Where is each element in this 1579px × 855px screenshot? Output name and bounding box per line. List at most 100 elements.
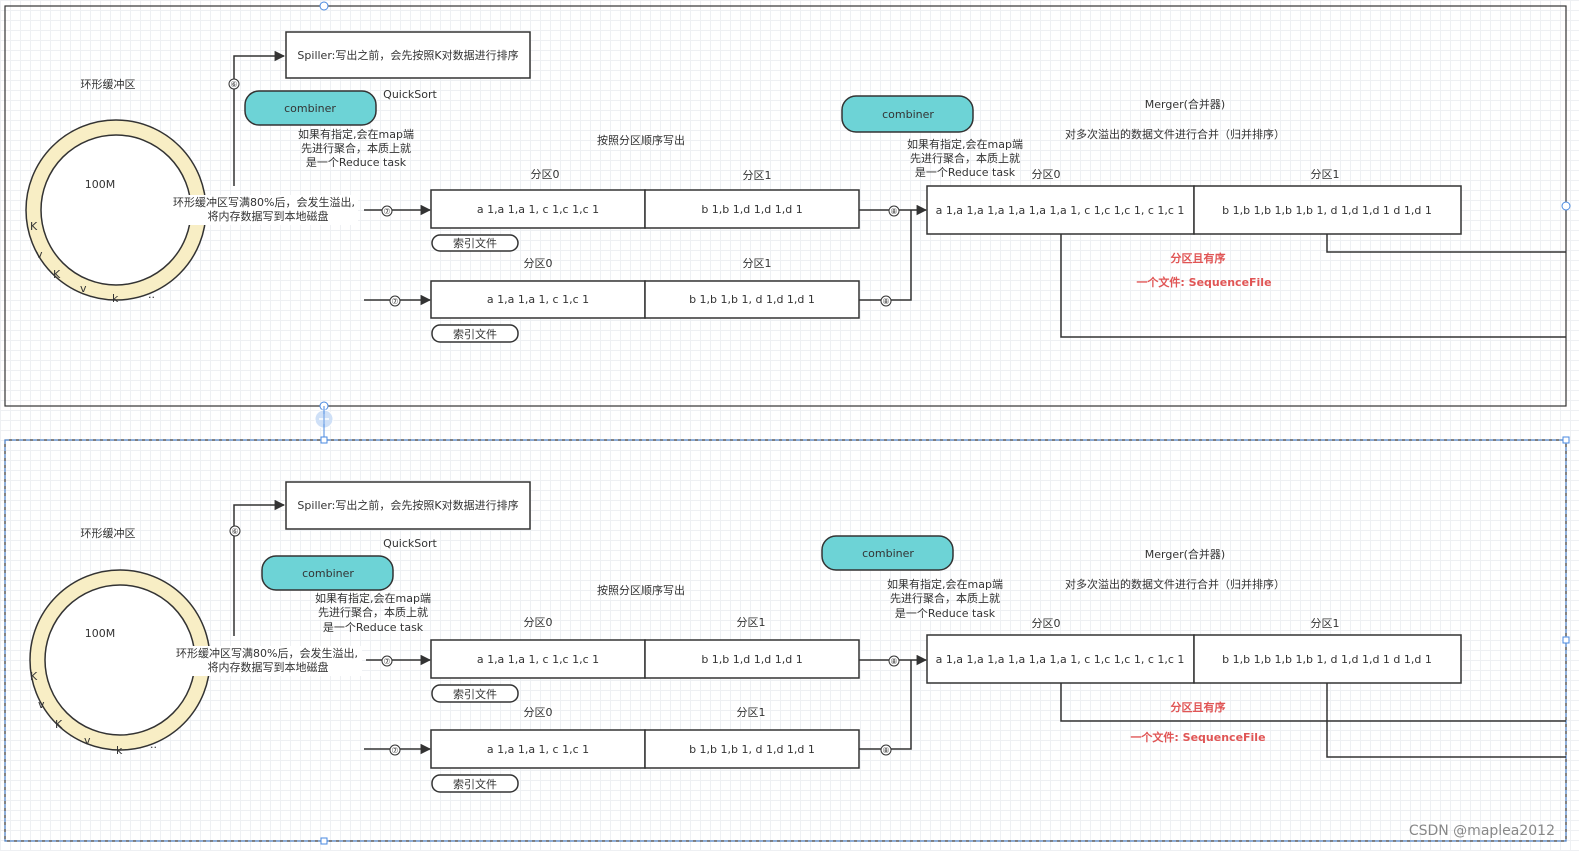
combiner-1-note-line2: 先进行聚合，本质上就 bbox=[301, 141, 411, 155]
spill-note-bg bbox=[170, 195, 358, 225]
merged-file-outline-outer bbox=[1060, 234, 1566, 338]
spill2-partition0-data: a 1,a 1,a 1, c 1,c 1 bbox=[487, 293, 589, 306]
spill2-index-file-label: 索引文件 bbox=[453, 327, 497, 341]
ring-letter-k3: k bbox=[112, 292, 119, 305]
spill-note-line1: 环形缓冲区写满80%后，会发生溢出, bbox=[173, 195, 355, 209]
spill-note-2-line2: 将内存数据写到本地磁盘 bbox=[208, 660, 329, 674]
ring-letter-k1: K bbox=[30, 220, 38, 233]
step7-circle-a bbox=[381, 205, 393, 217]
spill1b-partition1-data: b 1,b 1,d 1,d 1,d 1 bbox=[701, 653, 802, 666]
spill2b-partition1-data: b 1,b 1,b 1, d 1,d 1,d 1 bbox=[689, 743, 815, 756]
merged2-partition0-header: 分区0 bbox=[1032, 617, 1061, 630]
combiner-1b[interactable] bbox=[261, 555, 394, 591]
merged-partition0-header: 分区0 bbox=[1032, 168, 1061, 181]
ring-letter-dots-2: .. bbox=[150, 738, 157, 751]
spill1-partition0-cell[interactable] bbox=[430, 189, 646, 229]
selection-handle-top[interactable] bbox=[320, 436, 328, 444]
ring-letter-k3-2: k bbox=[116, 744, 123, 757]
partition-sorted-label-2: 分区且有序 bbox=[1171, 700, 1226, 714]
merged2-partition1-data: b 1,b 1,b 1,b 1,b 1, d 1,d 1,d 1 d 1,d 1 bbox=[1222, 653, 1432, 666]
combiner-2-note-line2: 先进行聚合，本质上就 bbox=[910, 151, 1020, 165]
combiner-2b-label: combiner bbox=[862, 547, 914, 560]
step7-circle-d bbox=[389, 744, 401, 756]
step8-label-c: ⑧ bbox=[890, 657, 897, 666]
step8-label-d: ⑧ bbox=[882, 746, 889, 755]
combiner-2b[interactable] bbox=[821, 535, 954, 571]
step7-circle-b bbox=[389, 295, 401, 307]
merged-partition0-cell[interactable] bbox=[926, 185, 1195, 235]
spill1-index-file[interactable] bbox=[431, 234, 519, 252]
spill2-partition1-header: 分区1 bbox=[743, 257, 772, 270]
spill1b-partition1-header: 分区1 bbox=[737, 616, 766, 629]
merged-partition1-cell[interactable] bbox=[1193, 185, 1462, 235]
step7-circle-c bbox=[381, 655, 393, 667]
merged-partition0-data: a 1,a 1,a 1,a 1,a 1,a 1,a 1, c 1,c 1,c 1… bbox=[936, 204, 1185, 217]
arrow-to-spiller[interactable] bbox=[233, 50, 286, 186]
ring-letter-v2-2: v bbox=[84, 734, 91, 747]
step8-circle-a bbox=[888, 205, 900, 217]
spill1b-index-file[interactable] bbox=[431, 684, 519, 703]
spill-note-line2: 将内存数据写到本地磁盘 bbox=[208, 209, 329, 223]
spill2-partition1-cell[interactable] bbox=[644, 280, 860, 319]
merged2-partition0-data: a 1,a 1,a 1,a 1,a 1,a 1,a 1, c 1,c 1,c 1… bbox=[936, 653, 1185, 666]
spiller-box[interactable] bbox=[285, 31, 531, 79]
selection-handle-right[interactable] bbox=[1562, 636, 1570, 644]
combiner-2-label: combiner bbox=[882, 108, 934, 121]
spiller-label: Spiller:写出之前，会先按照K对数据进行排序 bbox=[297, 48, 518, 62]
spill1b-index-file-label: 索引文件 bbox=[453, 687, 497, 701]
spill2-partition1-data: b 1,b 1,b 1, d 1,d 1,d 1 bbox=[689, 293, 815, 306]
combiner-2-note-line3: 是一个Reduce task bbox=[915, 166, 1016, 179]
step8-label-a: ⑧ bbox=[890, 207, 897, 216]
watermark: CSDN @maplea2012 bbox=[1408, 823, 1555, 839]
ring-letter-v1-2: v bbox=[38, 698, 45, 711]
spill2-index-file[interactable] bbox=[431, 324, 519, 343]
spill1b-partition0-header: 分区0 bbox=[524, 616, 553, 629]
combiner-1-note-line1: 如果有指定,会在map端 bbox=[298, 127, 414, 141]
spill1-partition0-data: a 1,a 1,a 1, c 1,c 1,c 1 bbox=[477, 203, 599, 216]
step6-circle bbox=[228, 78, 240, 90]
spill1-partition1-data: b 1,b 1,d 1,d 1,d 1 bbox=[701, 203, 802, 216]
spill1-index-file-label: 索引文件 bbox=[453, 236, 497, 250]
spill2b-partition0-data: a 1,a 1,a 1, c 1,c 1 bbox=[487, 743, 589, 756]
ring-letter-k2-2: K bbox=[55, 718, 63, 731]
selection-handle-top-right[interactable] bbox=[1562, 436, 1570, 444]
quicksort-label-2: QuickSort bbox=[383, 537, 437, 550]
combiner-2b-note-line1: 如果有指定,会在map端 bbox=[887, 577, 1003, 591]
spill1b-partition0-cell[interactable] bbox=[430, 639, 646, 679]
spill2b-index-file-label: 索引文件 bbox=[453, 777, 497, 791]
arrow-spill2-to-merger[interactable] bbox=[859, 210, 912, 301]
one-file-label: 一个文件: SequenceFile bbox=[1136, 275, 1271, 289]
spill-note-bg-2 bbox=[172, 646, 362, 676]
combiner-1-label: combiner bbox=[284, 102, 336, 115]
spill-note-2-line1: 环形缓冲区写满80%后，会发生溢出, bbox=[176, 646, 358, 660]
combiner-1b-note-line1: 如果有指定,会在map端 bbox=[315, 591, 431, 605]
spill2b-index-file[interactable] bbox=[431, 774, 519, 793]
selection-handle-bottom[interactable] bbox=[320, 837, 328, 845]
spill2b-partition0-cell[interactable] bbox=[430, 729, 646, 769]
ring-letter-dots: .. bbox=[148, 288, 155, 301]
panel-top-top-handle[interactable] bbox=[319, 1, 329, 11]
spiller-box-2[interactable] bbox=[285, 481, 531, 530]
step8-circle-c bbox=[888, 655, 900, 667]
ring-letter-v1: v bbox=[36, 248, 43, 261]
panel-bottom-selection[interactable] bbox=[4, 439, 1567, 842]
combiner-2b-note-line2: 先进行聚合，本质上就 bbox=[890, 591, 1000, 605]
arrow-spill2b-to-merger[interactable] bbox=[859, 660, 912, 750]
ring-buffer-title: 环形缓冲区 bbox=[81, 77, 136, 91]
spill1-partition1-cell[interactable] bbox=[644, 189, 860, 229]
step7-label-b: ⑦ bbox=[391, 297, 398, 306]
combiner-2[interactable] bbox=[841, 95, 974, 133]
spill1b-partition1-cell[interactable] bbox=[644, 639, 860, 679]
merged2-file-outline-top bbox=[1060, 683, 1566, 722]
combiner-1[interactable] bbox=[244, 90, 377, 126]
arrow-to-spiller-2[interactable] bbox=[233, 499, 286, 636]
merged2-partition1-cell[interactable] bbox=[1193, 634, 1462, 684]
combiner-2b-note-line3: 是一个Reduce task bbox=[895, 607, 996, 620]
panel-top-right-handle[interactable] bbox=[1561, 201, 1571, 211]
merger-note: 对多次溢出的数据文件进行合并（归并排序） bbox=[1065, 127, 1285, 141]
quicksort-label: QuickSort bbox=[383, 88, 437, 101]
spill2b-partition1-cell[interactable] bbox=[644, 729, 860, 769]
merger-label-2: Merger(合并器) bbox=[1145, 547, 1225, 561]
